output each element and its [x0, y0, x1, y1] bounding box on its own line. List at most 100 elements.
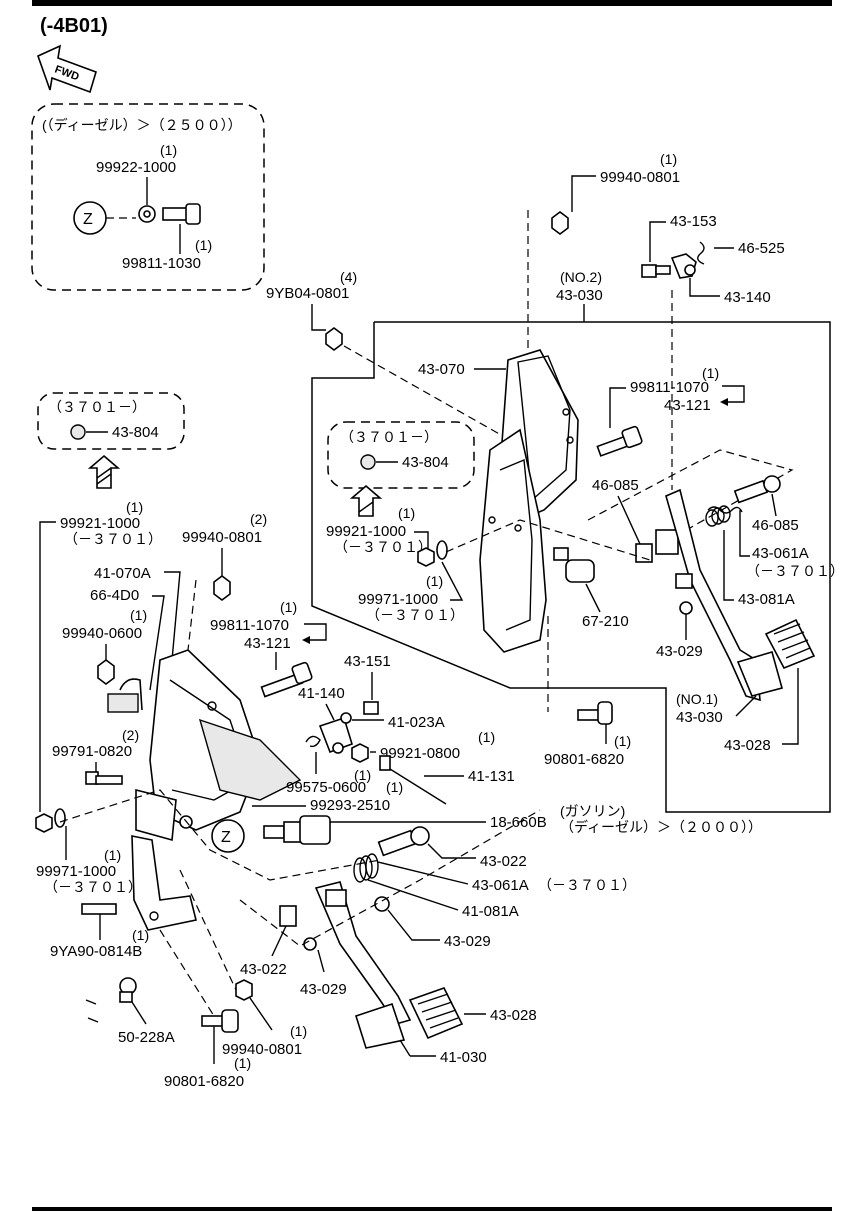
part-label-46-085-b[interactable]: 46-085 [752, 517, 799, 534]
part-label-43-804-left[interactable]: 43-804 [112, 424, 159, 441]
part-label-43-151[interactable]: 43-151 [344, 653, 391, 670]
part-label-43-061a-right[interactable]: 43-061A [752, 545, 809, 562]
part-label-43-029-left[interactable]: 43-029 [444, 933, 491, 950]
part-label-67-210[interactable]: 67-210 [582, 613, 629, 630]
svg-text:(1): (1) [104, 847, 121, 863]
part-label-43-070[interactable]: 43-070 [418, 361, 465, 378]
washer-icon [54, 808, 66, 828]
part-label-90801-6820-right[interactable]: 90801-6820 [544, 751, 624, 768]
part-label-9ya90-0814b[interactable]: 9YA90-0814B [50, 943, 142, 960]
part-label-99791-0820[interactable]: 99791-0820 [52, 743, 132, 760]
svg-text:(NO.2): (NO.2) [560, 269, 602, 285]
svg-text:(1): (1) [386, 779, 403, 795]
inset-3701-left: （３７０１－） 43-804 [37, 392, 185, 450]
bushing-icon [70, 424, 86, 440]
svg-text:(1): (1) [702, 365, 719, 381]
inset-diesel-2500: (（ディーゼル）＞（２５００）） (1) 99922-1000 Z (1) 99… [31, 103, 265, 291]
collar-43-022-left [279, 905, 297, 927]
part-label-66-4d0[interactable]: 66-4D0 [90, 587, 139, 604]
part-label-99811-1070-right[interactable]: 99811-1070 [630, 379, 709, 396]
switch-67-210 [553, 547, 595, 583]
part-label-46-085-a[interactable]: 46-085 [592, 477, 639, 494]
part-label-43-030-no2[interactable]: 43-030 [556, 287, 603, 304]
part-label-90801-6820-bottom[interactable]: 90801-6820 [164, 1073, 244, 1090]
part-label-43-140[interactable]: 43-140 [724, 289, 771, 306]
bottom-rule [32, 1207, 832, 1211]
svg-text:(1): (1) [478, 729, 495, 745]
svg-text:（－３７０１）: （－３７０１） [44, 879, 142, 895]
part-label-99940-0600[interactable]: 99940-0600 [62, 625, 142, 642]
part-label-50-228a[interactable]: 50-228A [118, 1029, 175, 1046]
pedal-pad [736, 651, 783, 697]
svg-text:(1): (1) [234, 1055, 251, 1071]
part-label-43-028-right[interactable]: 43-028 [724, 737, 771, 754]
part-label-99921-0800[interactable]: 99921-0800 [380, 745, 460, 762]
part-label-43-029-right[interactable]: 43-029 [656, 643, 703, 660]
bolt-icon [162, 207, 188, 221]
pedal-pad-cover-left [408, 987, 464, 1040]
part-label-99940-0801-top[interactable]: 99940-0801 [600, 169, 680, 186]
part-label-99940-0801-left[interactable]: 99940-0801 [182, 529, 262, 546]
part-label-43-028-left[interactable]: 43-028 [490, 1007, 537, 1024]
svg-text:（３７０１－）: （３７０１－） [340, 429, 438, 445]
part-label-99921-1000-left[interactable]: 99921-1000 [60, 515, 140, 532]
part-label-41-070a[interactable]: 41-070A [94, 565, 151, 582]
lower-bracket [131, 835, 197, 931]
svg-text:(NO.1): (NO.1) [676, 691, 718, 707]
part-label-43-153[interactable]: 43-153 [670, 213, 717, 230]
bolt-icon [260, 661, 313, 698]
part-label-99811-1070-left[interactable]: 99811-1070 [210, 617, 289, 634]
bolt-icon [596, 425, 643, 457]
part-label-99811-1030[interactable]: 99811-1030 [122, 255, 201, 272]
part-label-43-030-no1[interactable]: 43-030 [676, 709, 723, 726]
part-label-99971-1000-left[interactable]: 99971-1000 [36, 863, 116, 880]
part-label-99293-2510[interactable]: 99293-2510 [310, 797, 390, 814]
zoom-marker-z [211, 819, 245, 853]
part-label-43-081a-right[interactable]: 43-081A [738, 591, 795, 608]
stud-bolt-icon [81, 903, 117, 915]
part-label-43-029-bottom[interactable]: 43-029 [300, 981, 347, 998]
part-label-43-121-left[interactable]: 43-121 [244, 635, 291, 652]
part-label-46-525[interactable]: 46-525 [738, 240, 785, 257]
svg-text:（－３７０１）: （－３７０１） [334, 539, 432, 555]
svg-text:(1): (1) [160, 142, 177, 158]
part-label-43-061a-left[interactable]: 43-061A [472, 877, 529, 894]
inset-diesel-condition: (（ディーゼル）＞（２５００）） [42, 117, 242, 133]
pedal-no2-group-frame [311, 321, 831, 813]
pin-46-085 [733, 475, 781, 504]
part-label-99921-1000-mid[interactable]: 99921-1000 [326, 523, 406, 540]
bolt-icon [201, 1009, 239, 1033]
fwd-arrow-icon: FWD [37, 44, 97, 94]
stopper-icon [374, 896, 390, 912]
part-label-41-131[interactable]: 41-131 [468, 768, 515, 785]
diagram-title: (-4B01) [40, 15, 108, 37]
spring-43-081a-right [705, 505, 731, 527]
svg-text:（ディーゼル）＞（２０００））: （ディーゼル）＞（２０００）） [560, 819, 762, 835]
part-label-43-121-right[interactable]: 43-121 [664, 397, 711, 414]
svg-text:（－３７０１）: （－３７０１） [64, 531, 162, 547]
svg-text:(1): (1) [195, 237, 212, 253]
svg-text:(1): (1) [614, 733, 631, 749]
inset-3701-mid: （３７０１－） 43-804 [327, 421, 475, 489]
part-label-41-081a[interactable]: 41-081A [462, 903, 519, 920]
part-label-43-804-mid[interactable]: 43-804 [402, 454, 449, 471]
part-label-99575-0600[interactable]: 99575-0600 [286, 779, 366, 796]
part-label-41-023a[interactable]: 41-023A [388, 714, 445, 731]
part-label-9yb04-0801[interactable]: 9YB04-0801 [266, 285, 349, 302]
svg-text:Z: Z [221, 829, 231, 846]
bushing-icon [360, 454, 376, 470]
nut-icon [235, 979, 253, 1001]
spring-41-081a [353, 853, 379, 883]
nut-icon [97, 659, 115, 685]
part-label-99922-1000[interactable]: 99922-1000 [96, 159, 176, 176]
part-label-99940-0801-bottom[interactable]: 99940-0801 [222, 1041, 302, 1058]
part-label-41-030[interactable]: 41-030 [440, 1049, 487, 1066]
part-label-99971-1000-mid[interactable]: 99971-1000 [358, 591, 438, 608]
washer-icon [436, 540, 448, 560]
part-label-43-022-right[interactable]: 43-022 [480, 853, 527, 870]
part-label-43-022-left[interactable]: 43-022 [240, 961, 287, 978]
svg-text:(2): (2) [250, 511, 267, 527]
svg-text:(4): (4) [340, 269, 357, 285]
hatched-arrow-up-icon [349, 484, 383, 517]
part-label-41-140[interactable]: 41-140 [298, 685, 345, 702]
